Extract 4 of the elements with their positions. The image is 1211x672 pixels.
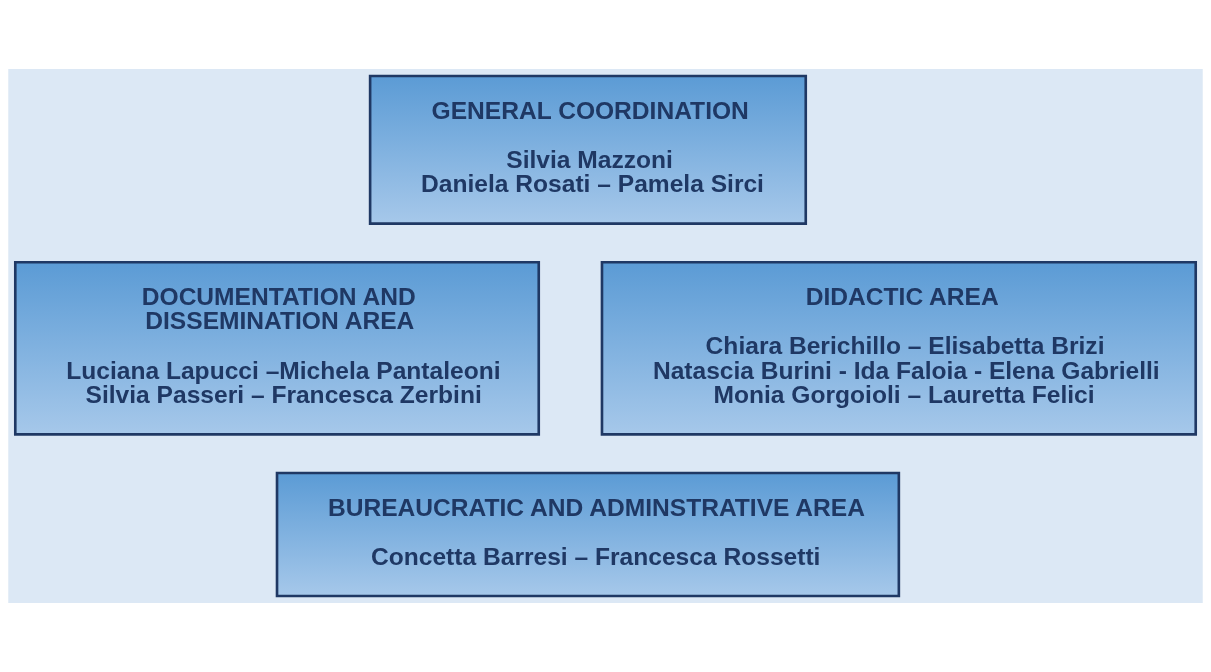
node-box: DOCUMENTATION AND DISSEMINATION AREA Luciana Lapucci –Michela Pantaleoni Silvia Passeri – Francesca Zerbini xyxy=(13,260,541,436)
node-box: DIDACTIC AREA Chiara Berichillo – Elisabetta Brizi Natascia Burini - Ida Faloia - Elena Gabrielli Monia Gorgoioli – Lauretta Felici xyxy=(600,260,1198,436)
node-box: BUREAUCRATIC AND ADMINSTRATIVE AREA Concetta Barresi – Francesca Rossetti xyxy=(275,471,901,598)
node-box: GENERAL COORDINATION Silvia Mazzoni Daniela Rosati – Pamela Sirci xyxy=(368,74,808,225)
